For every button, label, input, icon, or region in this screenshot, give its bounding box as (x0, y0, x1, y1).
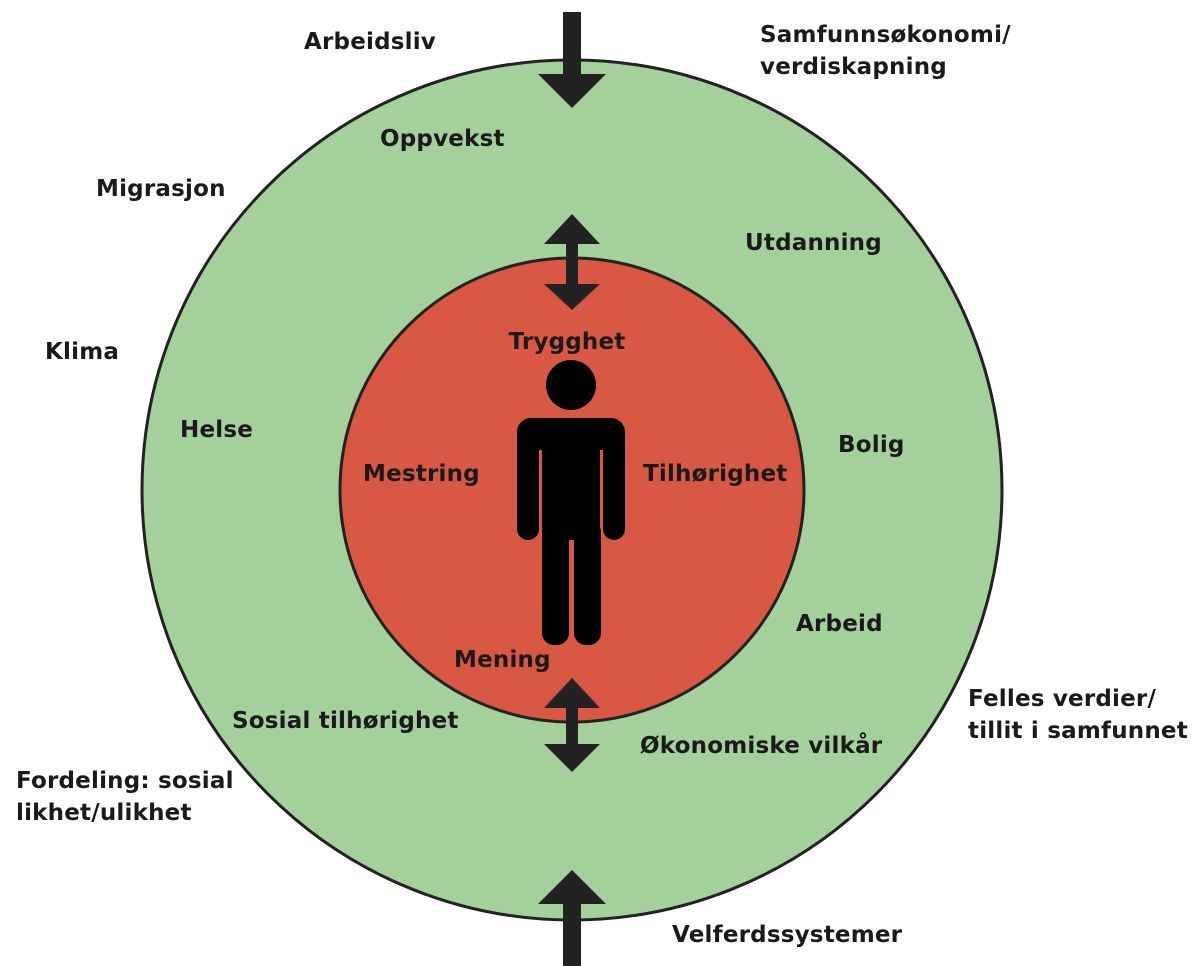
label-tilhorighet: Tilhørighet (643, 461, 788, 487)
arrow-up-icon (538, 870, 606, 966)
label-felles-line2: tillit i samfunnet (968, 718, 1188, 744)
label-fordeling-line2: likhet/ulikhet (16, 800, 192, 826)
label-samfunnsokonomi-line2: verdiskapning (760, 54, 947, 80)
label-klima: Klima (45, 339, 120, 365)
label-velferdssystemer: Velferdssystemer (672, 922, 903, 948)
label-mestring: Mestring (363, 461, 480, 487)
person-icon (517, 360, 625, 645)
label-arbeidsliv: Arbeidsliv (304, 29, 437, 55)
label-oppvekst: Oppvekst (380, 126, 505, 152)
double-arrow-vertical-icon (544, 214, 600, 310)
label-felles-line1: Felles verdier/ (968, 686, 1157, 712)
label-helse: Helse (180, 417, 254, 443)
label-utdanning: Utdanning (745, 230, 882, 256)
double-arrow-vertical-icon (544, 678, 600, 772)
label-sosial-tilhorighet: Sosial tilhørighet (232, 708, 459, 734)
label-arbeid: Arbeid (796, 611, 883, 637)
label-okonomiske-vilkar: Økonomiske vilkår (640, 733, 883, 759)
label-bolig: Bolig (838, 432, 905, 458)
label-trygghet: Trygghet (508, 329, 626, 355)
label-samfunnsokonomi-line1: Samfunnsøkonomi/ (760, 22, 1011, 48)
label-mening: Mening (454, 647, 551, 673)
label-migrasjon: Migrasjon (96, 176, 226, 202)
label-fordeling-line1: Fordeling: sosial (16, 768, 234, 794)
arrow-down-icon (538, 12, 606, 108)
